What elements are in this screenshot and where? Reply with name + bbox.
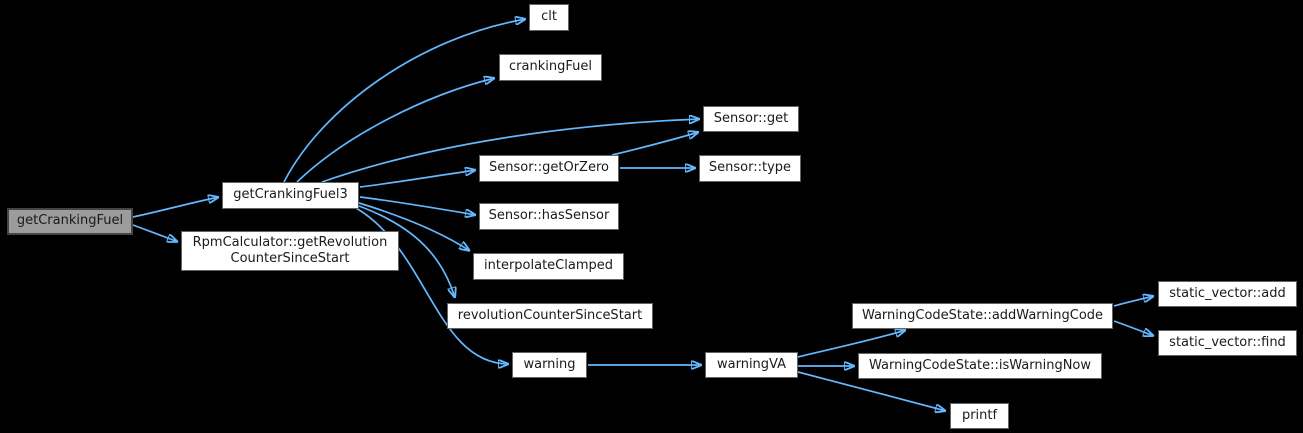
edge-getCrankingFuel3-crankingFuel (296, 78, 495, 183)
edge-getCrankingFuel3-sensorHasSensor (359, 196, 476, 215)
edge-getCrankingFuel-rpmCalculator (132, 224, 178, 242)
edge-addWarningCode-staticVectorAdd (1113, 296, 1154, 307)
node-getCrankingFuel3[interactable]: getCrankingFuel3 (222, 182, 359, 209)
node-clt[interactable]: clt (529, 4, 569, 31)
node-warningcodestate-addwarningcode[interactable]: WarningCodeState::addWarningCode (852, 303, 1113, 329)
node-interpolateclamped[interactable]: interpolateClamped (473, 253, 624, 280)
node-warningcodestate-iswarningnow[interactable]: WarningCodeState::isWarningNow (858, 353, 1102, 379)
edge-getCrankingFuel-getCrankingFuel3 (132, 197, 219, 218)
node-warningva[interactable]: warningVA (705, 352, 798, 378)
node-static-vector-find[interactable]: static_vector::find (1158, 330, 1297, 356)
node-sensor-type[interactable]: Sensor::type (699, 155, 801, 182)
node-warning[interactable]: warning (512, 352, 587, 378)
edge-getCrankingFuel3-sensorGetOrZero (359, 170, 476, 188)
node-sensor-get[interactable]: Sensor::get (703, 106, 799, 132)
node-sensor-getorzero[interactable]: Sensor::getOrZero (479, 155, 619, 182)
edge-sensorGetOrZero-sensorGet (611, 132, 699, 156)
node-rpmcalculator-getrevolutioncountersincestart[interactable]: RpmCalculator::getRevolution CounterSinc… (181, 231, 399, 271)
edge-addWarningCode-staticVectorFind (1113, 320, 1154, 336)
node-printf[interactable]: printf (950, 403, 1009, 429)
node-getCrankingFuel[interactable]: getCrankingFuel (7, 208, 133, 235)
node-sensor-hassensor[interactable]: Sensor::hasSensor (479, 203, 619, 230)
node-revolutioncountersincestart[interactable]: revolutionCounterSinceStart (447, 303, 653, 329)
node-static-vector-add[interactable]: static_vector::add (1158, 281, 1297, 307)
node-crankingfuel[interactable]: crankingFuel (499, 54, 602, 81)
